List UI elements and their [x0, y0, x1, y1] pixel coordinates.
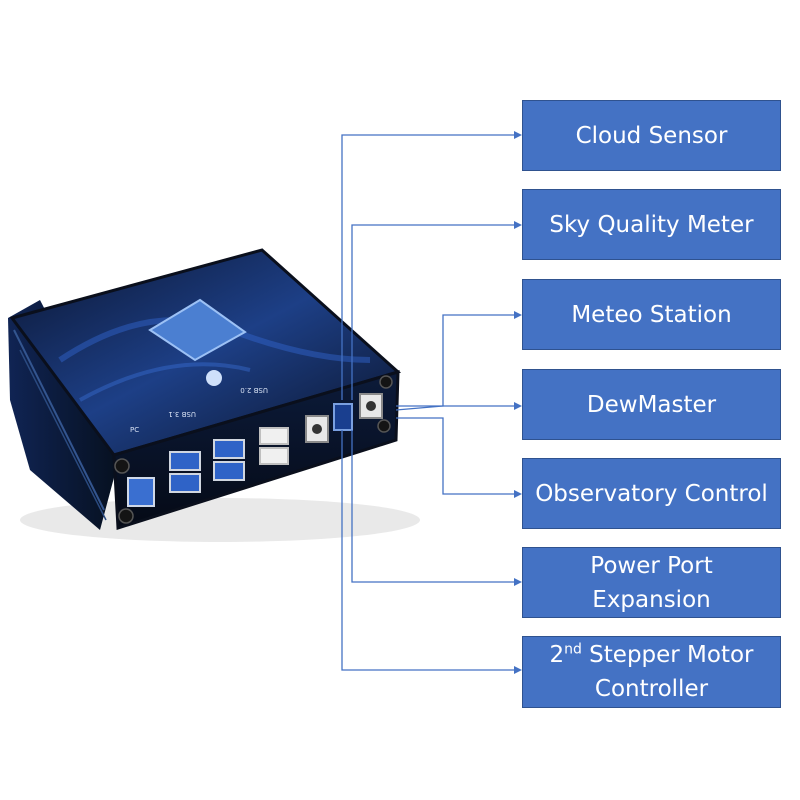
arrow-icon: [514, 578, 522, 586]
connector-power-port-expansion: [351, 430, 520, 583]
arrow-icon: [514, 490, 522, 498]
connector-sky-quality-meter: [351, 224, 520, 400]
usb31-port: [213, 439, 245, 459]
box-label-line1: 2nd Stepper Motor: [549, 638, 753, 672]
box-label-line2: Expansion: [592, 586, 711, 613]
box-sky-quality-meter: Sky Quality Meter: [522, 189, 781, 260]
box-observatory-control: Observatory Control: [522, 458, 781, 529]
box-label: Observatory Control: [535, 480, 768, 507]
usb-pc-port: [127, 477, 155, 507]
box-cloud-sensor: Cloud Sensor: [522, 100, 781, 171]
arrow-icon: [514, 311, 522, 319]
connector-stepper-motor: [341, 430, 520, 671]
screw-icon: [379, 375, 393, 389]
box-label-rest: Stepper Motor: [581, 642, 754, 668]
box-dewmaster: DewMaster: [522, 369, 781, 440]
connector-meteo-station: [396, 314, 520, 407]
usb31-port: [169, 451, 201, 471]
arrow-icon: [514, 402, 522, 410]
box-label: Meteo Station: [571, 301, 732, 328]
screw-icon: [118, 508, 134, 524]
connector-dewmaster: [395, 405, 520, 411]
arrow-icon: [514, 221, 522, 229]
label-usb20: USB 2.0: [240, 386, 268, 394]
connector-arrows: [514, 131, 522, 674]
usb20-port: [259, 427, 289, 445]
arrow-icon: [514, 131, 522, 139]
box-label: Sky Quality Meter: [549, 211, 754, 238]
ext-port: [333, 403, 353, 431]
box-power-port-expansion: Power Port Expansion: [522, 547, 781, 618]
connector-observatory-control: [396, 417, 520, 495]
box-label: Cloud Sensor: [575, 122, 728, 149]
box-label-line2: Controller: [594, 676, 709, 702]
device-left-side: [8, 300, 120, 530]
box-label-prefix: 2: [549, 642, 565, 668]
usb20-port: [259, 447, 289, 465]
box-label-sup: nd: [564, 641, 582, 658]
usb31-port: [213, 461, 245, 481]
connector-lines: [341, 134, 520, 671]
box-stepper-motor-controller: 2nd Stepper Motor Controller: [522, 636, 781, 708]
connector-cloud-sensor: [341, 134, 520, 400]
screw-icon: [114, 458, 130, 474]
label-usb31: USB 3.1: [168, 410, 196, 418]
box-label: DewMaster: [586, 391, 717, 418]
device-logo: [148, 298, 247, 362]
device-brand-icon: [206, 370, 222, 386]
label-pc: PC: [130, 426, 139, 434]
box-label-line1: Power Port: [590, 552, 713, 579]
screw-icon: [377, 419, 391, 433]
box-meteo-station: Meteo Station: [522, 279, 781, 350]
usb31-port: [169, 473, 201, 493]
arrow-icon: [514, 666, 522, 674]
